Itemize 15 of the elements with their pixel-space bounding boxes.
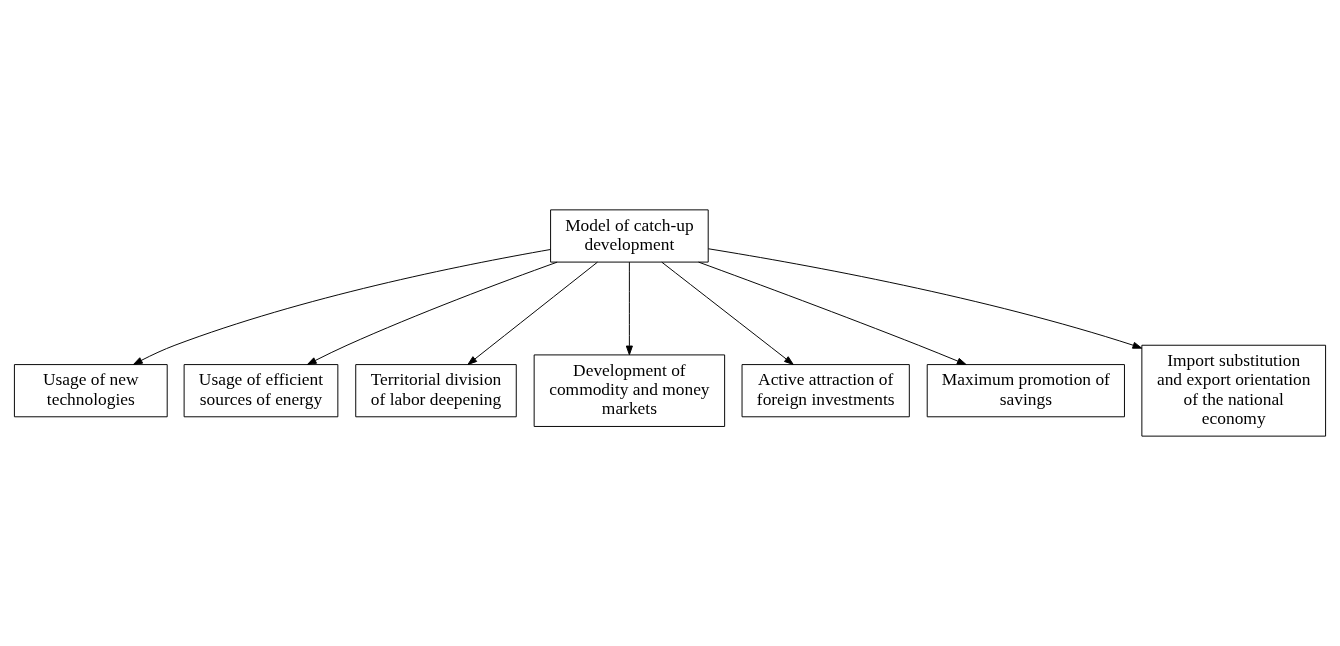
- node-box: Usage of efficient sources of energy: [183, 364, 339, 418]
- node-box: Maximum promotion of savings: [926, 364, 1125, 418]
- arrow: [661, 261, 794, 365]
- node-box: Model of catch-up development: [550, 209, 709, 263]
- node-box: Active attraction of foreign investments: [741, 364, 910, 418]
- node-box: Territorial division of labor deepening: [355, 364, 517, 418]
- node-box: Import substitution and export orientation of the national economy: [1141, 344, 1327, 437]
- arrow: [625, 261, 633, 356]
- node-box: Development of commodity and money markets: [533, 354, 726, 427]
- arrow: [467, 261, 598, 365]
- arrow: [698, 261, 967, 365]
- arrow: [133, 249, 551, 365]
- node-box: Usage of new technologies: [13, 364, 168, 418]
- arrow: [306, 261, 558, 365]
- arrow: [707, 248, 1143, 349]
